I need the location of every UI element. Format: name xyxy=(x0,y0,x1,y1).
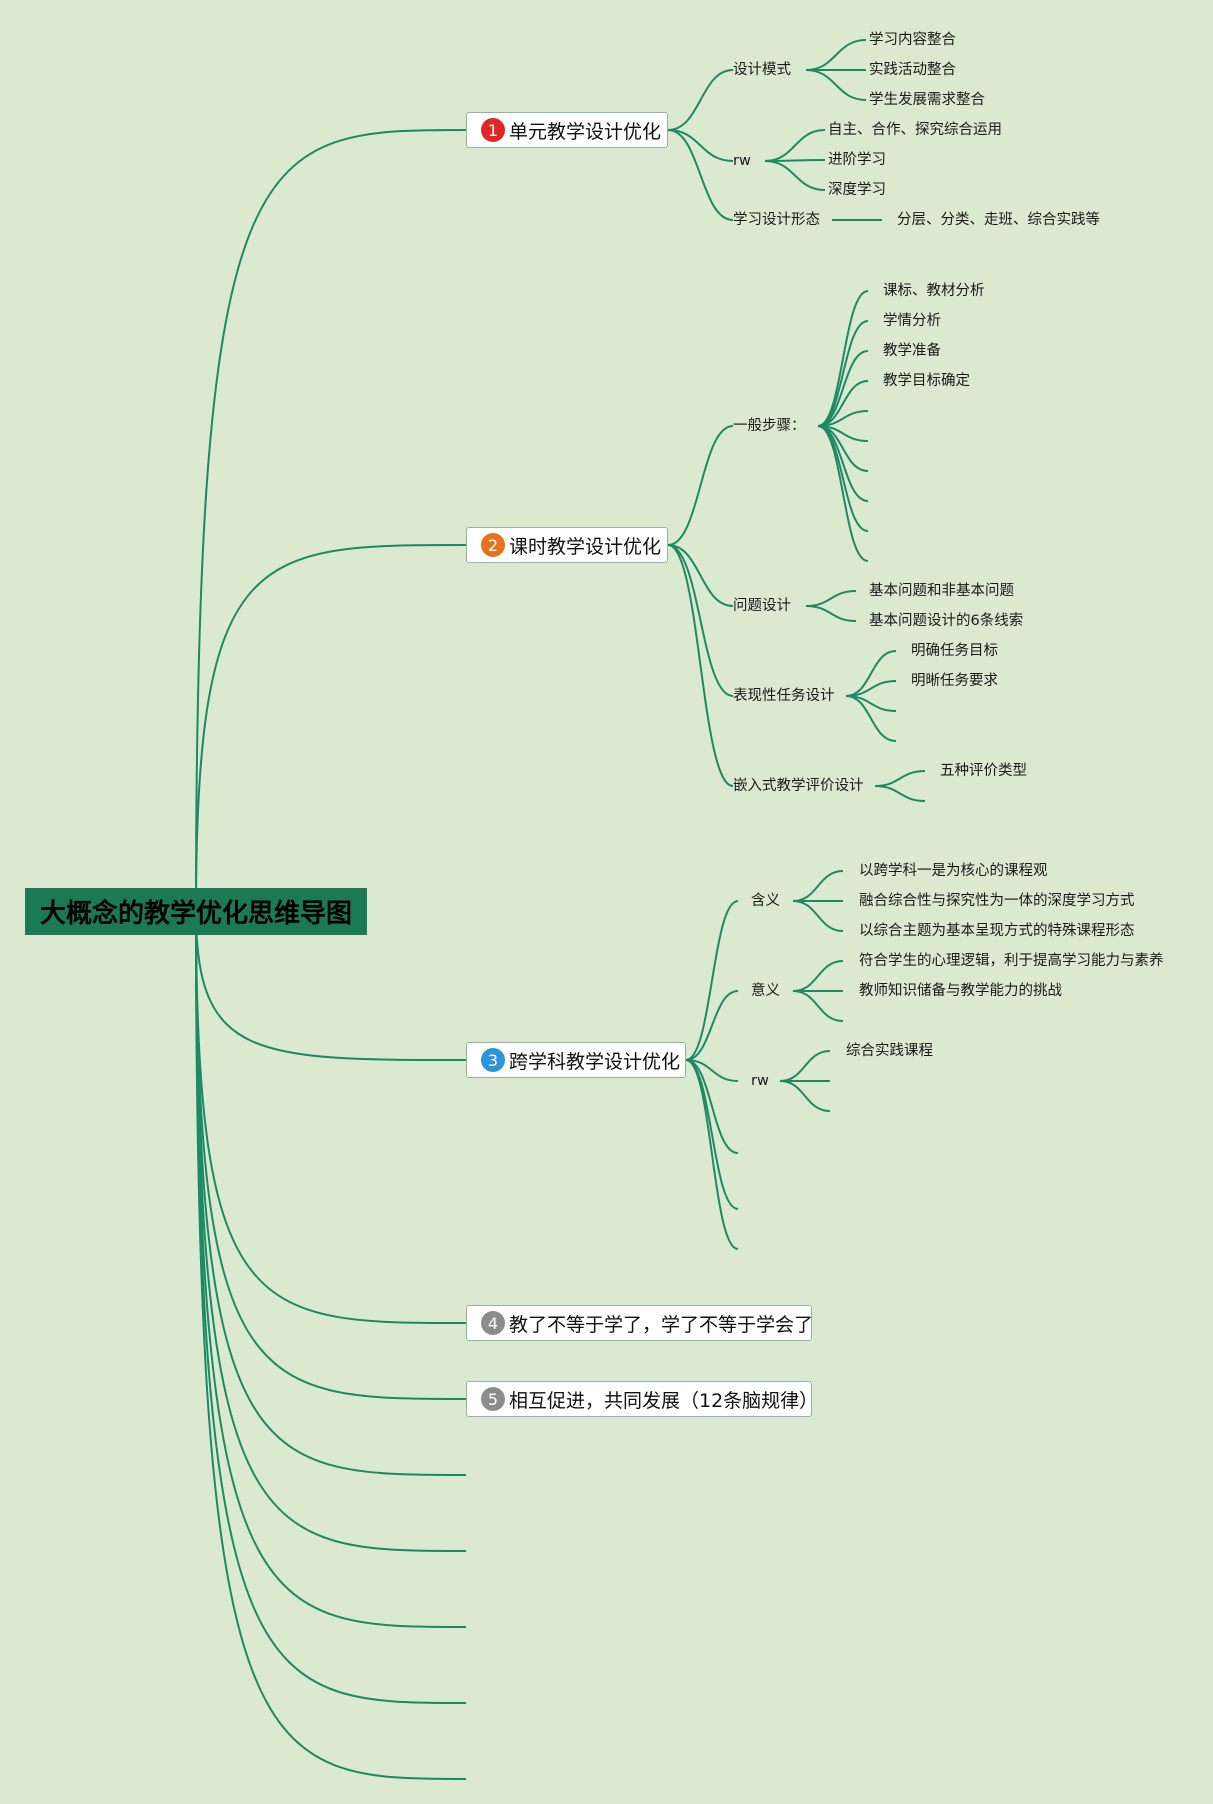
leaf-question-1[interactable]: 基本问题和非基本问题 xyxy=(869,583,1014,599)
leaf-steps-1[interactable]: 课标、教材分析 xyxy=(883,283,985,299)
branch-1-node[interactable]: 1 单元教学设计优化 xyxy=(466,112,668,148)
topic-rw-1[interactable]: rw xyxy=(733,153,751,169)
leaf-eval-1[interactable]: 五种评价类型 xyxy=(940,763,1027,779)
topic-performance-task[interactable]: 表现性任务设计 xyxy=(733,688,835,704)
leaf-significance-1[interactable]: 符合学生的心理逻辑，利于提高学习能力与素养 xyxy=(859,953,1164,969)
leaf-steps-4[interactable]: 教学目标确定 xyxy=(883,373,970,389)
leaf-meaning-3[interactable]: 以综合主题为基本呈现方式的特殊课程形态 xyxy=(859,923,1135,939)
leaf-learning-form[interactable]: 分层、分类、走班、综合实践等 xyxy=(897,212,1100,228)
leaf-task-2[interactable]: 明晰任务要求 xyxy=(911,673,998,689)
topic-general-steps[interactable]: 一般步骤： xyxy=(733,418,806,434)
number-badge-4: 4 xyxy=(481,1311,505,1335)
branch-2-label: 课时教学设计优化 xyxy=(509,535,662,558)
leaf-significance-2[interactable]: 教师知识储备与教学能力的挑战 xyxy=(859,983,1062,999)
leaf-question-2[interactable]: 基本问题设计的6条线索 xyxy=(869,613,1024,629)
leaf-meaning-1[interactable]: 以跨学科一是为核心的课程观 xyxy=(859,863,1048,879)
topic-significance[interactable]: 意义 xyxy=(751,983,780,999)
leaf-rw-1-1[interactable]: 自主、合作、探究综合运用 xyxy=(828,122,1002,138)
topic-embedded-evaluation[interactable]: 嵌入式教学评价设计 xyxy=(733,778,864,794)
leaf-task-1[interactable]: 明确任务目标 xyxy=(911,643,998,659)
branch-2-node[interactable]: 2 课时教学设计优化 xyxy=(466,527,668,563)
topic-design-mode[interactable]: 设计模式 xyxy=(733,62,791,78)
branch-3-label: 跨学科教学设计优化 xyxy=(509,1050,681,1073)
topic-rw-3[interactable]: rw xyxy=(751,1073,769,1089)
leaf-design-mode-3[interactable]: 学生发展需求整合 xyxy=(869,92,985,108)
leaf-meaning-2[interactable]: 融合综合性与探究性为一体的深度学习方式 xyxy=(859,893,1135,909)
branch-1-label: 单元教学设计优化 xyxy=(509,120,662,143)
topic-learning-form[interactable]: 学习设计形态 xyxy=(733,212,820,228)
topic-question-design[interactable]: 问题设计 xyxy=(733,598,791,614)
leaf-design-mode-1[interactable]: 学习内容整合 xyxy=(869,32,956,48)
number-badge-2: 2 xyxy=(481,533,505,557)
leaf-rw-3-1[interactable]: 综合实践课程 xyxy=(846,1043,933,1059)
topic-meaning[interactable]: 含义 xyxy=(751,893,780,909)
leaf-rw-1-2[interactable]: 进阶学习 xyxy=(828,152,886,168)
number-badge-3: 3 xyxy=(481,1048,505,1072)
number-badge-5: 5 xyxy=(481,1387,505,1411)
branch-5-node[interactable]: 5 相互促进，共同发展（12条脑规律） xyxy=(466,1381,818,1417)
leaf-steps-3[interactable]: 教学准备 xyxy=(883,343,941,359)
leaf-rw-1-3[interactable]: 深度学习 xyxy=(828,182,886,198)
leaf-design-mode-2[interactable]: 实践活动整合 xyxy=(869,62,956,78)
root-node[interactable]: 大概念的教学优化思维导图 xyxy=(25,888,367,935)
number-badge-1: 1 xyxy=(481,118,505,142)
leaf-steps-2[interactable]: 学情分析 xyxy=(883,313,941,329)
branch-4-node[interactable]: 4 教了不等于学了，学了不等于学会了 xyxy=(466,1305,814,1341)
branch-5-label: 相互促进，共同发展（12条脑规律） xyxy=(509,1389,819,1412)
branch-3-node[interactable]: 3 跨学科教学设计优化 xyxy=(466,1042,686,1078)
branch-4-label: 教了不等于学了，学了不等于学会了 xyxy=(509,1313,814,1336)
